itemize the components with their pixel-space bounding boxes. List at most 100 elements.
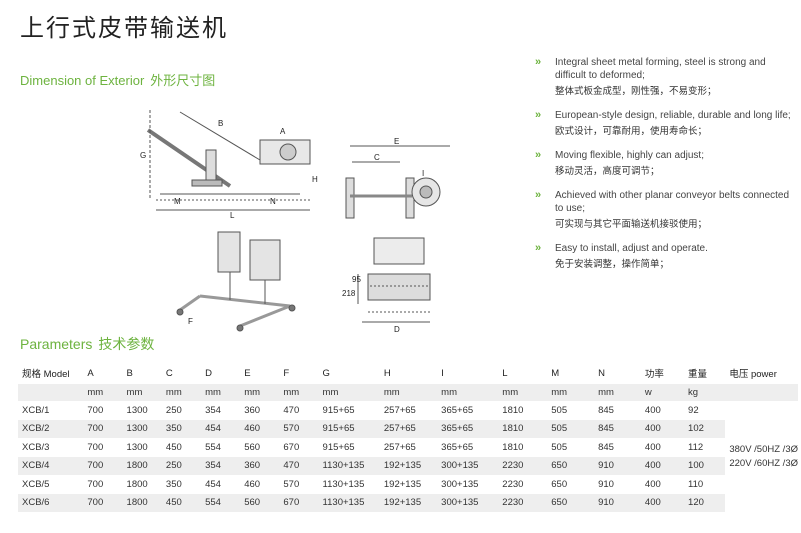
table-cell: 560 — [240, 493, 280, 512]
unit-cell: mm — [161, 384, 202, 401]
feature-en: Achieved with other planar conveyor belt… — [555, 190, 790, 214]
column-header: 功率 — [644, 369, 664, 380]
table-cell: 354 — [201, 456, 241, 475]
model-cell: XCB/1 — [22, 404, 50, 416]
table-cell: 450 — [161, 493, 202, 512]
feature-item: » Achieved with other planar conveyor be… — [535, 189, 797, 231]
table-cell: 700 — [83, 493, 123, 512]
table-cell: 400 — [644, 478, 661, 490]
table-cell: 250 — [161, 456, 202, 475]
page-title: 上行式皮带输送机 — [20, 14, 228, 42]
table-cell: 460 — [244, 478, 261, 490]
table-cell: 2230 — [498, 456, 548, 475]
table-cell: 1800 — [126, 478, 148, 490]
power-cell: 380V /50HZ /3Ø 220V /60HZ /3Ø — [725, 401, 798, 512]
dimension-drawings: B A G H M L N E C I — [120, 90, 460, 334]
table-cell: 257+65 — [379, 419, 438, 438]
dim-label-m: M — [174, 197, 181, 206]
unit-cell: kg — [684, 384, 726, 401]
unit-cell: mm — [240, 384, 280, 401]
table-cell: 460 — [240, 419, 280, 438]
column-header: N — [598, 367, 605, 379]
double-chevron-icon: » — [535, 109, 542, 121]
column-header: B — [126, 367, 133, 379]
table-cell: 845 — [598, 404, 614, 416]
model-cell: XCB/5 — [22, 478, 50, 490]
table-cell: 192+135 — [379, 493, 438, 512]
table-cell: 257+65 — [383, 404, 416, 416]
power-value: 380V /50HZ /3Ø — [729, 443, 798, 455]
table-cell: 650 — [547, 456, 595, 475]
table-cell: 670 — [279, 493, 319, 512]
table-cell: 360 — [244, 404, 261, 416]
table-cell: 454 — [201, 419, 241, 438]
dim-label-g: G — [140, 151, 146, 160]
feature-cn: 欧式设计，可靠耐用，使用寿命长； — [555, 126, 708, 137]
table-cell: 100 — [684, 456, 726, 475]
column-header: A — [87, 367, 94, 379]
unit-cell: mm — [83, 384, 123, 401]
table-cell: 102 — [684, 419, 726, 438]
table-cell: 700 — [87, 441, 104, 453]
unit-cell: mm — [201, 384, 241, 401]
table-cell: 1130+135 — [318, 456, 380, 475]
double-chevron-icon: » — [535, 242, 542, 254]
table-cell: 700 — [83, 456, 123, 475]
table-cell: 300+135 — [437, 456, 499, 475]
column-header: M — [551, 367, 560, 379]
unit-cell: mm — [318, 384, 380, 401]
table-cell: 300+135 — [441, 478, 479, 490]
column-header: F — [283, 367, 290, 379]
table-cell: 300+135 — [437, 493, 499, 512]
unit-cell: mm — [594, 384, 641, 401]
dim-label-i: I — [422, 169, 424, 178]
unit-cell: mm — [279, 384, 319, 401]
table-cell: 365+65 — [437, 419, 499, 438]
end-view-drawing: E C I — [345, 137, 450, 219]
column-header: 规格 Model — [22, 369, 70, 380]
power-value: 220V /60HZ /3Ø — [729, 457, 798, 469]
table-cell: 470 — [283, 404, 300, 416]
dim-label-f: F — [188, 317, 193, 326]
column-header: D — [205, 367, 212, 379]
table-cell: 1800 — [122, 456, 162, 475]
table-cell: 505 — [551, 441, 568, 453]
column-header: 重量 — [688, 369, 708, 380]
double-chevron-icon: » — [535, 56, 542, 68]
dim-label-l: L — [230, 211, 235, 220]
table-cell: 1300 — [122, 419, 162, 438]
feature-cn: 移动灵活，高度可调节； — [555, 166, 660, 177]
side-view-drawing: B A G H M L N — [140, 110, 318, 220]
table-cell: 1300 — [126, 441, 148, 453]
dim-label-h: H — [312, 175, 318, 184]
dim-label-a: A — [280, 127, 286, 136]
table-cell: 470 — [279, 456, 319, 475]
table-cell: 570 — [283, 478, 300, 490]
table-cell: 554 — [201, 493, 241, 512]
model-cell: XCB/2 — [18, 419, 84, 438]
units-row: mm mm mm mm mm mm mm mm mm mm mm mm w kg — [18, 384, 798, 401]
table-cell: 112 — [688, 441, 704, 453]
feature-item: » Integral sheet metal forming, steel is… — [535, 56, 797, 98]
dimension-heading-en: Dimension of Exterior — [20, 73, 145, 88]
table-cell: 1130+135 — [322, 478, 365, 490]
cross-view-drawing: 218 95 D — [342, 237, 431, 334]
model-cell: XCB/3 — [22, 441, 50, 453]
feature-en: Easy to install, adjust and operate. — [555, 243, 708, 254]
table-cell: 110 — [688, 478, 704, 490]
model-cell: XCB/6 — [18, 493, 84, 512]
parameters-heading-en: Parameters — [20, 336, 93, 352]
table-cell: 120 — [684, 493, 726, 512]
table-cell: 365+65 — [441, 441, 474, 453]
table-cell: 570 — [279, 419, 319, 438]
base-view-drawing: F — [176, 231, 296, 332]
table-cell: 560 — [244, 441, 261, 453]
feature-en: European-style design, reliable, durable… — [555, 110, 791, 121]
table-cell: 650 — [547, 493, 595, 512]
feature-cn: 免于安装调整，操作简单； — [555, 259, 670, 270]
